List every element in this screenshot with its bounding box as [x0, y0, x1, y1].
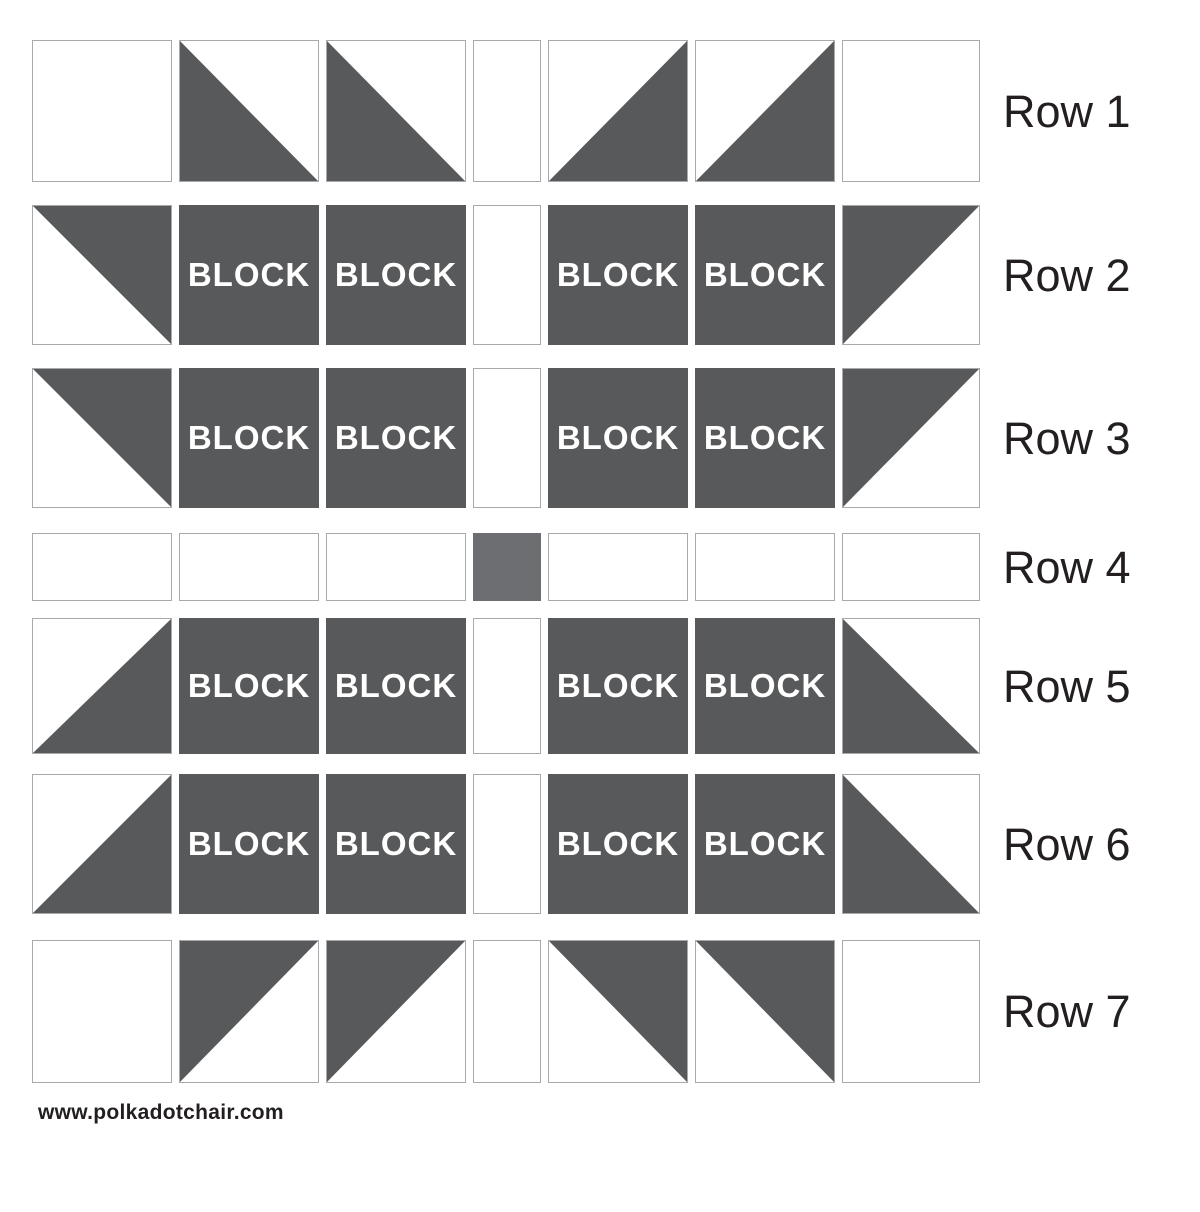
dark-triangle	[843, 206, 979, 344]
dark-triangle	[33, 619, 171, 753]
half-square-triangle-patch-dark-tr	[32, 205, 172, 345]
block-square-patch: BLOCK	[179, 774, 319, 914]
block-label: BLOCK	[334, 256, 458, 293]
dark-triangle	[696, 941, 834, 1082]
quilt-row: BLOCK BLOCK BLOCK BLOCK Row 3	[32, 368, 1200, 508]
dark-triangle	[180, 41, 318, 181]
block-square-patch: BLOCK	[548, 205, 688, 345]
block-label: BLOCK	[334, 419, 458, 456]
white-background-patch	[842, 940, 980, 1083]
block-square-patch: BLOCK	[326, 774, 466, 914]
white-background-patch	[326, 533, 466, 601]
block-label: BLOCK	[703, 825, 827, 862]
block-label: BLOCK	[703, 256, 827, 293]
quilt-row: Row 7	[32, 940, 1200, 1083]
block-square-patch: BLOCK	[179, 368, 319, 508]
dark-triangle	[549, 41, 687, 181]
half-square-triangle-patch-dark-br	[32, 774, 172, 914]
quilt-row: BLOCK BLOCK BLOCK BLOCK Row 6	[32, 774, 1200, 914]
block-label: BLOCK	[334, 825, 458, 862]
white-background-patch	[32, 40, 172, 182]
block-label: BLOCK	[556, 825, 680, 862]
dark-triangle	[549, 941, 687, 1082]
dark-triangle	[33, 369, 171, 507]
half-square-triangle-patch-dark-tl	[842, 205, 980, 345]
center-cornerstone-square	[473, 533, 541, 601]
row-label: Row 5	[1003, 660, 1131, 712]
dark-triangle	[843, 619, 979, 753]
half-square-triangle-patch-dark-bl	[842, 774, 980, 914]
block-square-patch: BLOCK	[695, 774, 835, 914]
block-square-patch: BLOCK	[548, 774, 688, 914]
block-label: BLOCK	[334, 667, 458, 704]
dark-triangle	[696, 41, 834, 181]
white-background-patch	[473, 368, 541, 508]
quilt-row: Row 1	[32, 40, 1200, 182]
white-background-patch	[842, 533, 980, 601]
block-label: BLOCK	[556, 256, 680, 293]
website-url: www.polkadotchair.com	[38, 1101, 284, 1124]
block-label: BLOCK	[187, 825, 311, 862]
white-background-patch	[473, 205, 541, 345]
row-label: Row 1	[1003, 85, 1131, 137]
quilt-row: Row 4	[32, 533, 1200, 601]
white-background-patch	[473, 940, 541, 1083]
block-label: BLOCK	[703, 419, 827, 456]
half-square-triangle-patch-dark-tl	[326, 940, 466, 1083]
block-square-patch: BLOCK	[326, 205, 466, 345]
row-label: Row 3	[1003, 412, 1131, 464]
block-square-patch: BLOCK	[326, 368, 466, 508]
dark-triangle	[327, 941, 465, 1082]
white-background-patch	[32, 940, 172, 1083]
half-square-triangle-patch-dark-tl	[179, 940, 319, 1083]
white-background-patch	[473, 774, 541, 914]
half-square-triangle-patch-dark-br	[32, 618, 172, 754]
quilt-row: BLOCK BLOCK BLOCK BLOCK Row 5	[32, 618, 1200, 754]
half-square-triangle-patch-dark-br	[548, 40, 688, 182]
row-label: Row 4	[1003, 541, 1131, 593]
half-square-triangle-patch-dark-tr	[32, 368, 172, 508]
white-background-patch	[473, 40, 541, 182]
dark-triangle	[843, 775, 979, 913]
half-square-triangle-patch-dark-bl	[326, 40, 466, 182]
block-square-patch: BLOCK	[548, 368, 688, 508]
half-square-triangle-patch-dark-br	[695, 40, 835, 182]
block-square-patch: BLOCK	[179, 205, 319, 345]
quilt-row: BLOCK BLOCK BLOCK BLOCK Row 2	[32, 205, 1200, 345]
row-label: Row 7	[1003, 986, 1131, 1037]
dark-triangle	[33, 775, 171, 913]
row-label: Row 2	[1003, 249, 1131, 301]
block-label: BLOCK	[187, 419, 311, 456]
dark-triangle	[843, 369, 979, 507]
block-square-patch: BLOCK	[179, 618, 319, 754]
block-square-patch: BLOCK	[695, 368, 835, 508]
block-square-patch: BLOCK	[548, 618, 688, 754]
block-square-patch: BLOCK	[695, 618, 835, 754]
dark-triangle	[327, 41, 465, 181]
half-square-triangle-patch-dark-tl	[842, 368, 980, 508]
dark-triangle	[33, 206, 171, 344]
white-background-patch	[695, 533, 835, 601]
block-label: BLOCK	[187, 667, 311, 704]
block-label: BLOCK	[187, 256, 311, 293]
block-label: BLOCK	[556, 667, 680, 704]
white-background-patch	[179, 533, 319, 601]
half-square-triangle-patch-dark-tr	[695, 940, 835, 1083]
white-background-patch	[473, 618, 541, 754]
white-background-patch	[842, 40, 980, 182]
dark-triangle	[180, 941, 318, 1082]
half-square-triangle-patch-dark-bl	[179, 40, 319, 182]
block-label: BLOCK	[556, 419, 680, 456]
row-label: Row 6	[1003, 818, 1131, 870]
white-background-patch	[32, 533, 172, 601]
white-background-patch	[548, 533, 688, 601]
half-square-triangle-patch-dark-tr	[548, 940, 688, 1083]
block-square-patch: BLOCK	[326, 618, 466, 754]
block-square-patch: BLOCK	[695, 205, 835, 345]
half-square-triangle-patch-dark-bl	[842, 618, 980, 754]
block-label: BLOCK	[703, 667, 827, 704]
